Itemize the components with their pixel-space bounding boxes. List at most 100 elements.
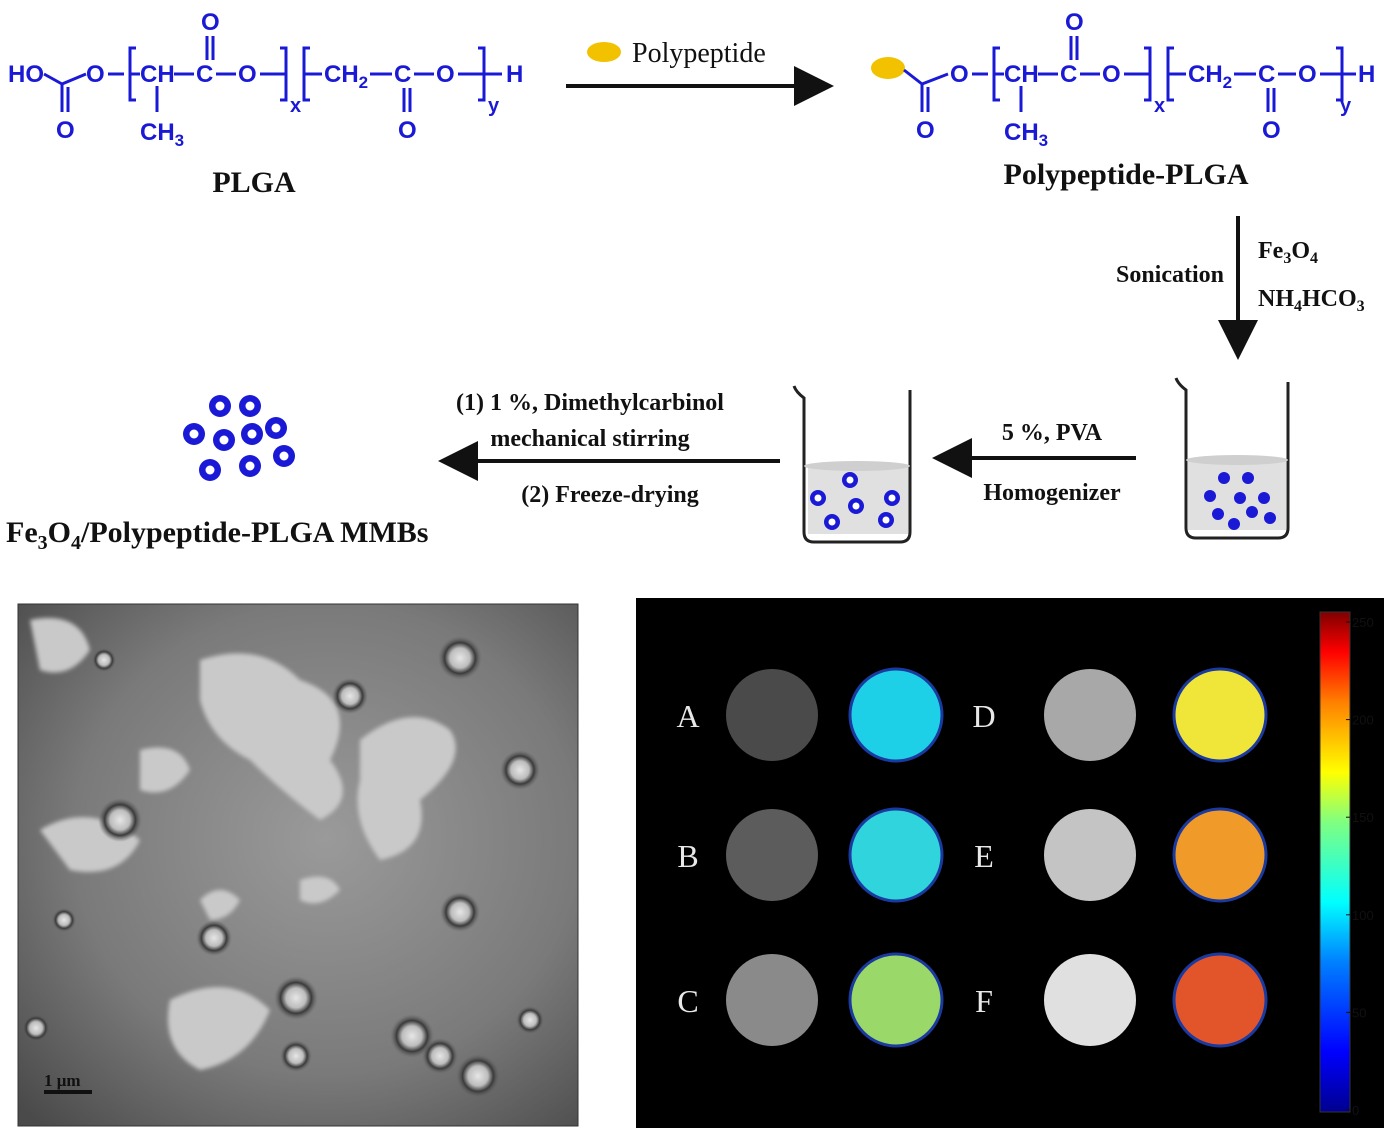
film-patch [357, 717, 456, 860]
tem-image: 1 μm [17, 603, 579, 1127]
polypeptide-plga-label: Polypeptide-PLGA [1004, 158, 1249, 191]
bead [1242, 472, 1254, 484]
mri-row-label: A [676, 698, 699, 734]
pp-c2: C [1258, 61, 1275, 88]
particle [280, 1040, 312, 1072]
step2-nh4hco3: NH4HCO3 [1258, 286, 1365, 315]
bead [1228, 518, 1240, 530]
particle [274, 976, 318, 1020]
bead [1212, 508, 1224, 520]
beaker-surface [804, 461, 910, 471]
step2-fe3o4: Fe3O4 [1258, 238, 1318, 267]
step4-line2: mechanical stirring [490, 426, 689, 452]
mri-color-phantom [848, 667, 944, 763]
particle [98, 798, 142, 842]
plga-ch: CH [140, 61, 175, 88]
pp-h: H [1358, 61, 1375, 88]
particle [422, 1038, 458, 1074]
tem-film-patches [30, 618, 456, 1070]
plga-ch2: CH2 [324, 61, 368, 92]
particle [390, 1014, 434, 1058]
mri-row-label: C [677, 983, 698, 1019]
film-patch [200, 890, 240, 920]
particle [440, 892, 480, 932]
bead [1204, 490, 1216, 502]
plga-o3: O [436, 61, 455, 88]
mri-gray-phantom [1044, 954, 1136, 1046]
beaker-outline [1174, 377, 1290, 540]
microbubble-core [888, 494, 896, 502]
bracket-right-x [280, 46, 288, 102]
mmb-core [279, 451, 289, 461]
bond [903, 68, 923, 86]
colorbar-tick-label: 100 [1352, 908, 1374, 923]
beaker-middle [792, 385, 912, 544]
final-product-label: Fe3O4/Polypeptide-PLGA MMBs [6, 516, 428, 554]
plga-label: PLGA [212, 166, 296, 199]
step3-pva: 5 %, PVA [1002, 420, 1103, 446]
colorbar-tick-label: 150 [1352, 810, 1374, 825]
mmb-core [189, 429, 199, 439]
pp-carbonyl-o: O [916, 117, 935, 144]
mmb-core [245, 461, 255, 471]
pp-o2: O [1102, 61, 1121, 88]
bracket-right-x [1144, 46, 1152, 102]
microbubble-core [846, 476, 854, 484]
mmb-core [219, 435, 229, 445]
particle [196, 920, 232, 956]
pp-y: y [1340, 95, 1352, 117]
particle [52, 908, 76, 932]
mri-color-phantom [848, 952, 944, 1048]
colorbar-tick-label: 250 [1352, 615, 1374, 630]
mri-row-label: D [972, 698, 995, 734]
step3-homogenizer: Homogenizer [983, 480, 1121, 506]
colorbar-tick-label: 50 [1352, 1005, 1366, 1020]
mmb-cluster [183, 395, 295, 481]
microbubble-core [852, 502, 860, 510]
step2-sonication: Sonication [1116, 262, 1224, 288]
mri-gray-phantom [726, 954, 818, 1046]
film-patch [30, 618, 90, 673]
plga-ester-o: O [86, 61, 105, 88]
microbubble-core [882, 516, 890, 524]
particle [438, 636, 482, 680]
bead [1218, 472, 1230, 484]
bond [61, 72, 87, 86]
particle [456, 1054, 500, 1098]
mri-gray-phantom [726, 669, 818, 761]
pp-ch: CH [1004, 61, 1039, 88]
bead [1234, 492, 1246, 504]
mri-row-label: E [974, 838, 994, 874]
mri-gray-phantom [1044, 669, 1136, 761]
mri-row-label: B [677, 838, 698, 874]
step1-reagent: Polypeptide [632, 38, 766, 69]
bead-cluster [1204, 472, 1276, 530]
microbubble-cluster [810, 472, 900, 530]
tem-particles [22, 636, 544, 1098]
colorbar-tick-label: 200 [1352, 713, 1374, 728]
particle [516, 1006, 544, 1034]
plga-c2-o: O [398, 117, 417, 144]
mri-color-phantom [1172, 667, 1268, 763]
beaker-surface [1186, 455, 1288, 465]
bead [1258, 492, 1270, 504]
mmb-core [245, 401, 255, 411]
polypeptide-plga-structure: O O CH CH3 C O O x CH2 C O O y H [871, 9, 1375, 150]
pp-c1: C [1060, 61, 1077, 88]
pp-ch2: CH2 [1188, 61, 1232, 92]
tem-frame [17, 603, 579, 1127]
particle [22, 1014, 50, 1042]
plga-c1: C [196, 61, 213, 88]
mri-color-phantom [1172, 807, 1268, 903]
microbubble-core [814, 494, 822, 502]
mmb-core [271, 423, 281, 433]
plga-ch3: CH3 [140, 119, 184, 150]
bond [43, 72, 63, 86]
plga-o2: O [238, 61, 257, 88]
beaker-outline [792, 385, 912, 544]
pp-o3: O [1298, 61, 1317, 88]
pp-ester-o: O [950, 61, 969, 88]
